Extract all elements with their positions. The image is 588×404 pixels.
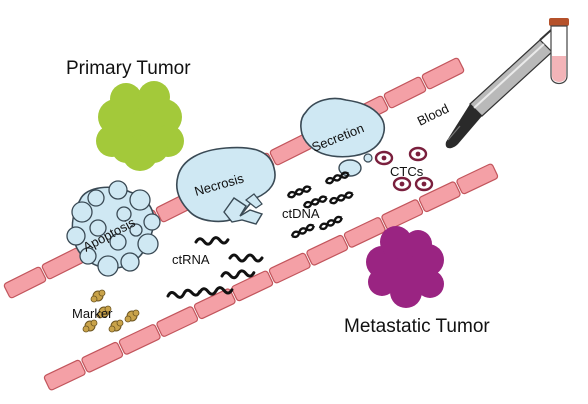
apoptotic-body bbox=[116, 206, 132, 222]
primary-tumor-blob bbox=[96, 81, 184, 171]
apoptotic-body bbox=[87, 189, 105, 207]
tumor-lobe bbox=[140, 135, 168, 163]
marker-protein-icon bbox=[90, 289, 106, 303]
vessel-segment bbox=[418, 181, 461, 213]
rna-strand-icon bbox=[194, 236, 230, 246]
ctc-cell-icon bbox=[408, 146, 428, 162]
apoptotic-body bbox=[97, 255, 119, 277]
marker-protein-icon bbox=[108, 319, 124, 333]
ctrna-strands bbox=[166, 236, 264, 299]
ctdna-label: ctDNA bbox=[282, 206, 320, 221]
ctc-cells bbox=[374, 146, 434, 192]
tumor-lobe bbox=[416, 270, 444, 298]
rna-strand-icon bbox=[166, 288, 202, 299]
blood-tube-icon bbox=[549, 18, 569, 85]
vessel-segment bbox=[343, 217, 386, 248]
metastatic-tumor-blob bbox=[366, 226, 444, 308]
rna-strand-icon bbox=[198, 286, 234, 296]
dna-strand-icon bbox=[290, 223, 315, 239]
vessel-segment bbox=[421, 57, 465, 90]
metastatic-tumor-label: Metastatic Tumor bbox=[344, 316, 490, 337]
ctdna-strands bbox=[286, 171, 354, 239]
apoptotic-body bbox=[108, 180, 128, 200]
blood-label: Blood bbox=[415, 101, 451, 129]
apoptotic-body bbox=[143, 213, 161, 231]
secretion-cell bbox=[300, 97, 386, 177]
vessel-segment bbox=[41, 247, 85, 280]
dna-strand-icon bbox=[302, 195, 328, 209]
tumor-lobe bbox=[390, 276, 422, 308]
apoptotic-body bbox=[129, 223, 143, 237]
rna-strand-icon bbox=[220, 269, 256, 280]
vessel-segment bbox=[231, 270, 274, 302]
apoptotic-body bbox=[71, 201, 93, 223]
apoptotic-body bbox=[79, 247, 97, 265]
vessel-segment bbox=[118, 324, 161, 355]
tumor-lobe bbox=[110, 83, 142, 115]
dna-strand-icon bbox=[324, 171, 350, 185]
needle-icon bbox=[445, 21, 561, 149]
vessel-segment bbox=[381, 199, 424, 230]
tumor-lobe bbox=[138, 81, 170, 113]
vessel-wall-lower bbox=[43, 163, 499, 391]
vessel-segment bbox=[383, 76, 427, 109]
apoptotic-body bbox=[137, 233, 159, 255]
marker-protein-icon bbox=[124, 309, 140, 323]
apoptotic-body bbox=[129, 189, 151, 211]
vessel-segment bbox=[193, 288, 236, 320]
apoptosis-cell bbox=[66, 180, 161, 277]
marker-label: Marker bbox=[72, 306, 113, 321]
vessel-segment bbox=[3, 266, 47, 299]
vessel-segment bbox=[268, 252, 311, 284]
tumor-lobe bbox=[380, 226, 412, 258]
vessel-segment bbox=[456, 163, 499, 195]
vessel-segment bbox=[43, 359, 86, 391]
necrosis-cell bbox=[175, 146, 276, 225]
tumor-lobe bbox=[112, 135, 140, 163]
primary-tumor-label: Primary Tumor bbox=[66, 58, 191, 79]
tumor-lobe bbox=[404, 230, 432, 258]
marker-protein-icon bbox=[82, 319, 98, 333]
dna-strand-icon bbox=[286, 185, 312, 199]
ctc-cell-icon bbox=[374, 150, 394, 166]
apoptotic-body bbox=[120, 252, 140, 272]
apoptotic-body bbox=[89, 219, 107, 237]
rna-strand-icon bbox=[228, 253, 264, 263]
ctc-cell-icon bbox=[392, 176, 412, 192]
dna-strand-icon bbox=[328, 191, 354, 205]
dna-strand-icon bbox=[318, 215, 343, 231]
vessel-segment bbox=[306, 234, 349, 266]
apoptotic-body bbox=[66, 226, 86, 246]
apoptotic-body bbox=[109, 233, 127, 251]
ctcs-label: CTCs bbox=[390, 164, 424, 179]
marker-protein-icon bbox=[96, 305, 112, 319]
vessel-segment bbox=[81, 341, 124, 373]
marker-proteins bbox=[82, 289, 140, 333]
tumor-lobe bbox=[368, 268, 396, 296]
ctc-cell-icon bbox=[414, 176, 434, 192]
ctrna-label: ctRNA bbox=[172, 252, 210, 267]
vessel-segment bbox=[156, 306, 199, 337]
